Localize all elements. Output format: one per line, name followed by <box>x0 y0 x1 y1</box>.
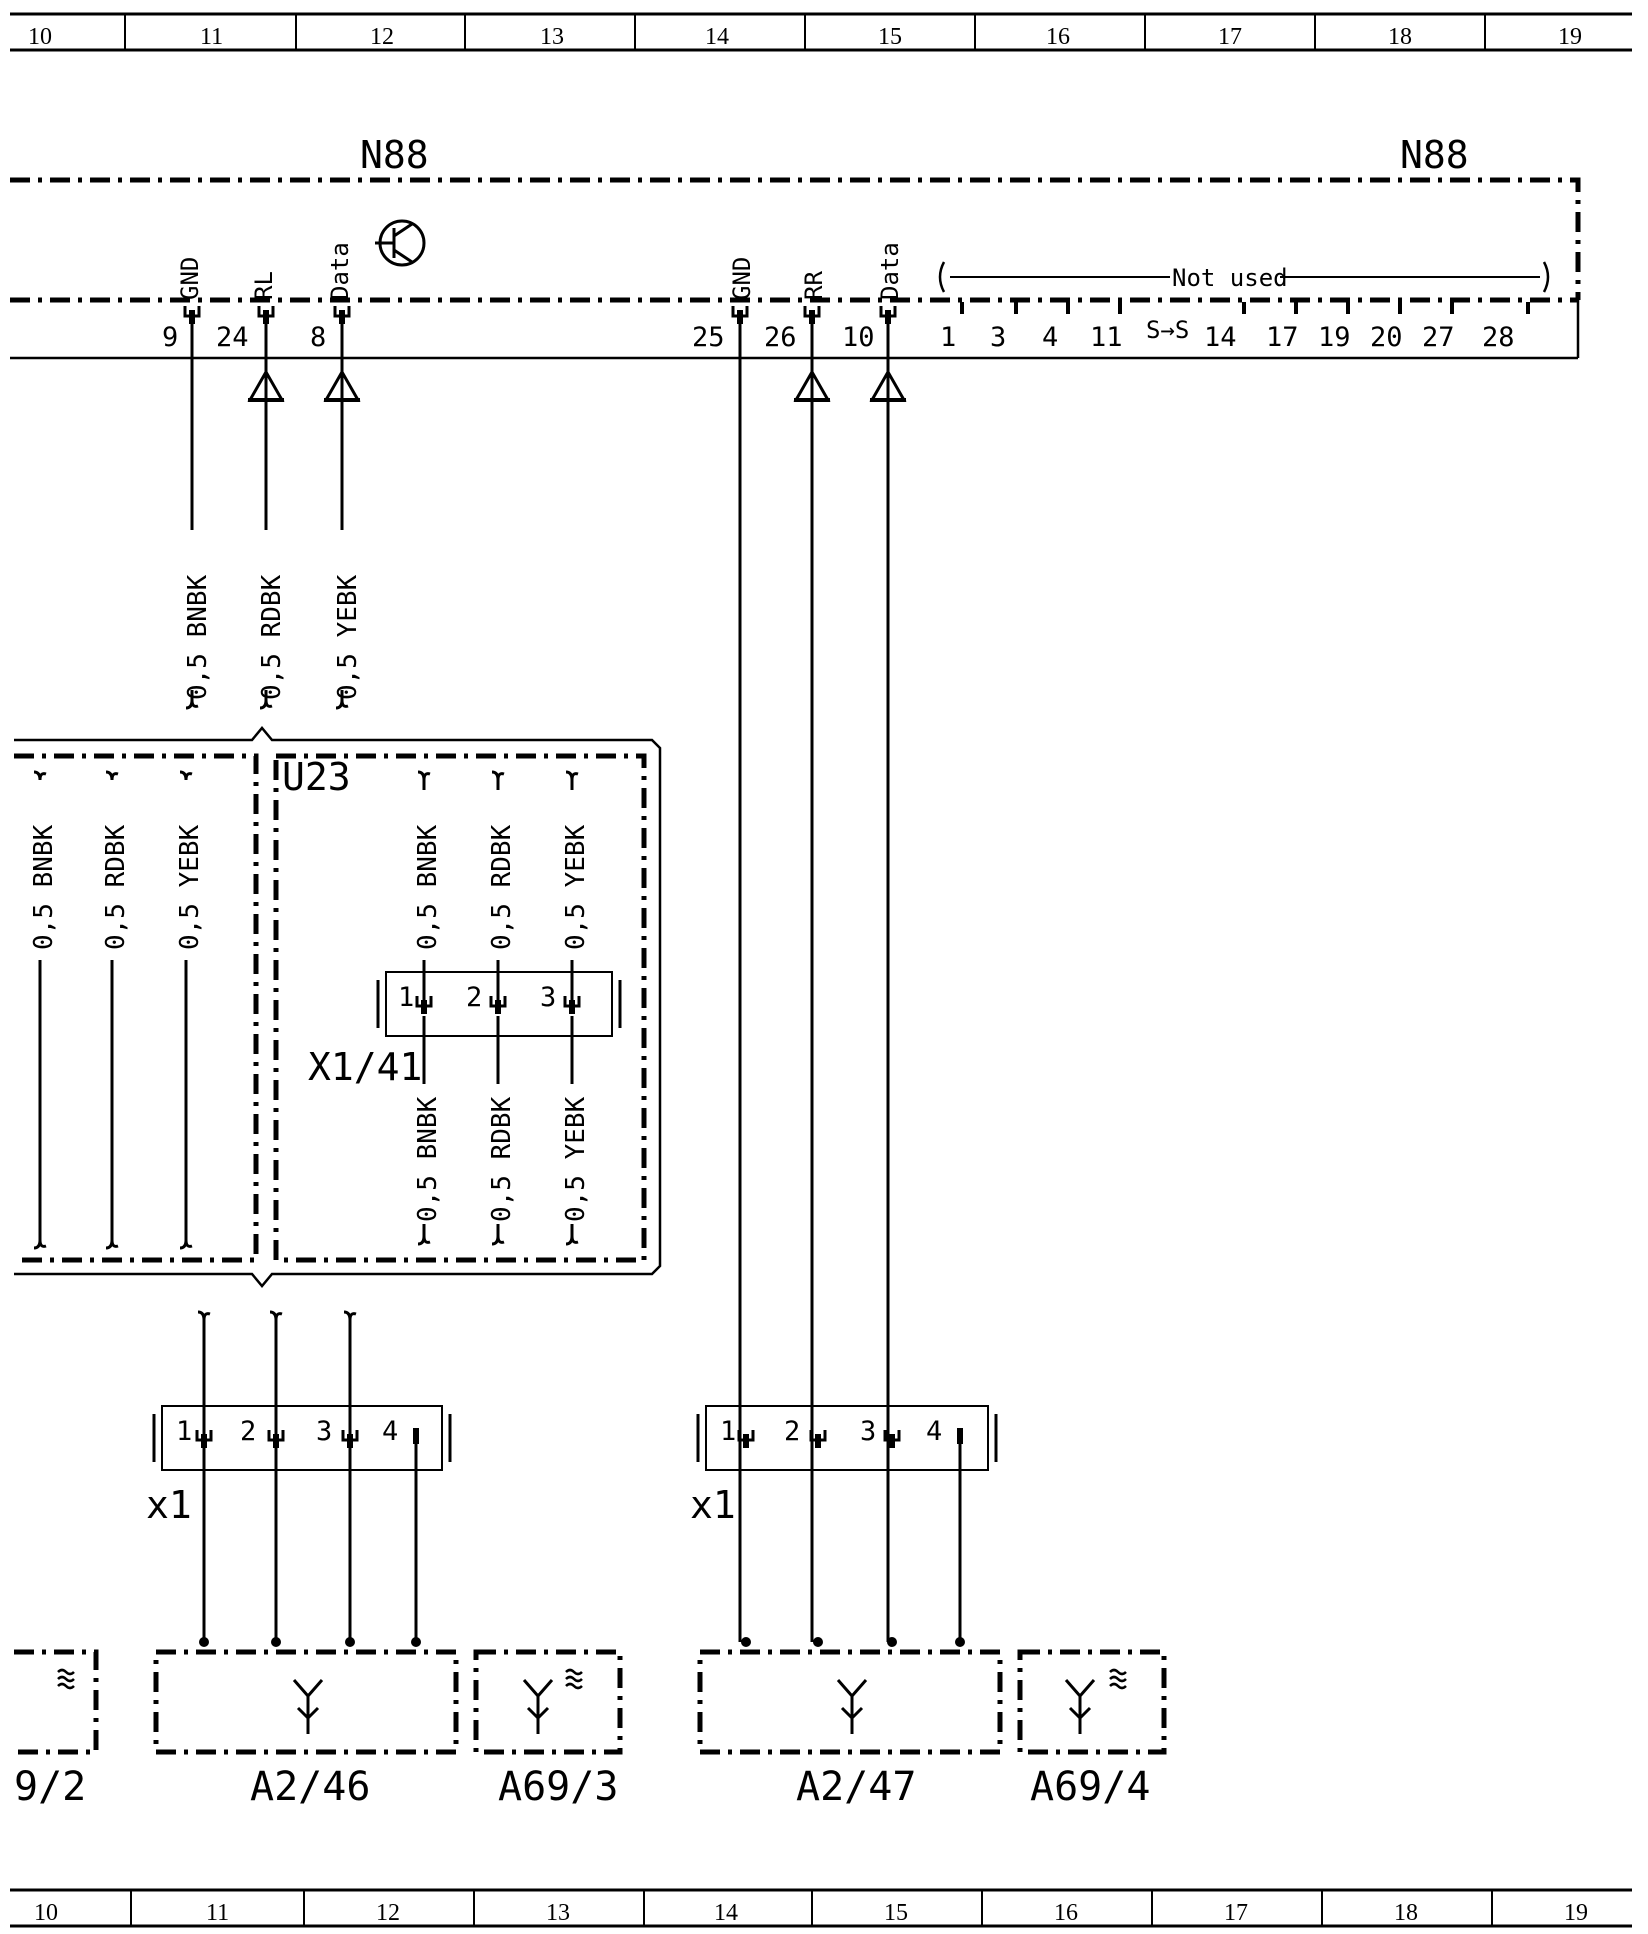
pin-number: 3 <box>540 982 556 1013</box>
wire-label: 0,5 YEBK <box>561 824 591 950</box>
column-number: 15 <box>878 24 902 50</box>
column-number: 10 <box>28 24 52 50</box>
a2-46-label: A2/46 <box>250 1764 370 1810</box>
left-antenna-branch: 1 2 3 4 x1 A2/46 A69/3 9/2 <box>14 1310 623 1810</box>
wire-label: 0,5 RDBK <box>101 824 131 950</box>
not-used-label: Not used <box>1172 264 1288 292</box>
signal-rl: RL <box>250 271 278 300</box>
signal-gnd-right: GND <box>728 257 756 300</box>
wire-label: 0,5 RDBK <box>257 574 287 700</box>
pin-number: 2 <box>784 1416 800 1447</box>
antenna-icon <box>836 1678 868 1736</box>
pin-number: 20 <box>1370 322 1403 353</box>
wire-label: 0,5 BNBK <box>413 824 443 950</box>
pin-number: 27 <box>1422 322 1455 353</box>
u23-label: U23 <box>282 755 351 799</box>
wire-label: 0,5 YEBK <box>333 574 363 700</box>
pin-number: 8 <box>310 322 326 353</box>
pin-number: 10 <box>842 322 875 353</box>
pin-number: 1 <box>720 1416 736 1447</box>
column-number: 17 <box>1224 1900 1248 1926</box>
column-number: 10 <box>34 1900 58 1926</box>
break-symbol: S→S <box>1146 316 1189 344</box>
wire-label: 0,5 YEBK <box>561 1096 591 1222</box>
partial-component-label: 9/2 <box>14 1764 86 1810</box>
antenna-icon <box>522 1678 554 1736</box>
pin-number: 2 <box>466 982 482 1013</box>
pin-number: 1 <box>176 1416 192 1447</box>
n88-label-left: N88 <box>360 133 429 177</box>
column-number: 12 <box>370 24 394 50</box>
pin-number: 28 <box>1482 322 1515 353</box>
pin-number: 2 <box>240 1416 256 1447</box>
column-number: 18 <box>1388 24 1412 50</box>
x1-41-label: X1/41 <box>308 1045 422 1089</box>
column-number: 11 <box>200 24 223 50</box>
column-number: 13 <box>540 24 564 50</box>
pin-number: 4 <box>382 1416 398 1447</box>
wave-icon <box>1108 1668 1128 1690</box>
pin-number: 9 <box>162 322 178 353</box>
pin-number: 4 <box>926 1416 942 1447</box>
column-number: 16 <box>1054 1900 1078 1926</box>
pin-number: 4 <box>1042 322 1058 353</box>
pin-number: 3 <box>316 1416 332 1447</box>
signal-data-left: Data <box>326 242 354 300</box>
wire-label: 0,5 YEBK <box>175 824 205 950</box>
top-wire-bundle: 0,5 BNBK 0,5 RDBK 0,5 YEBK <box>183 324 363 710</box>
pin-number: 19 <box>1318 322 1351 353</box>
pin-number: 26 <box>764 322 797 353</box>
wire-label: 0,5 BNBK <box>183 574 213 700</box>
signal-data-right: Data <box>876 242 904 300</box>
signal-rr: RR <box>800 271 828 300</box>
column-number: 18 <box>1394 1900 1418 1926</box>
column-number: 16 <box>1046 24 1070 50</box>
x1-left-label: x1 <box>146 1483 192 1527</box>
column-number: 14 <box>705 24 729 50</box>
signal-gnd-left: GND <box>176 257 204 300</box>
wire-label: 0,5 RDBK <box>487 824 517 950</box>
pin-number: 25 <box>692 322 725 353</box>
top-column-ruler: 10 11 12 13 14 15 16 17 18 19 <box>10 12 1632 52</box>
antenna-icon <box>1064 1678 1096 1736</box>
x1-right-label: x1 <box>690 1483 736 1527</box>
column-number: 17 <box>1218 24 1242 50</box>
wire-label: 0,5 BNBK <box>413 1096 443 1222</box>
wave-icon <box>56 1668 76 1690</box>
wire-label: 0,5 RDBK <box>487 1096 517 1222</box>
a69-3-label: A69/3 <box>498 1764 618 1810</box>
pin-number: 3 <box>860 1416 876 1447</box>
column-number: 12 <box>376 1900 400 1926</box>
pin-number: 14 <box>1204 322 1237 353</box>
a2-47-label: A2/47 <box>796 1764 916 1810</box>
wire-label: 0,5 BNBK <box>29 824 59 950</box>
pin-number: 1 <box>940 322 956 353</box>
antenna-icon <box>292 1678 324 1736</box>
wave-icon <box>564 1668 584 1690</box>
column-number: 14 <box>714 1900 738 1926</box>
column-number: 15 <box>884 1900 908 1926</box>
a69-4-label: A69/4 <box>1030 1764 1150 1810</box>
transistor-icon <box>375 219 426 267</box>
bottom-column-ruler: 10 11 12 13 14 15 16 17 18 19 <box>10 1888 1632 1928</box>
pin-number: 1 <box>398 982 414 1013</box>
u23-harness: U23 0,5 BNBK 0,5 RDBK 0,5 YEBK 0,5 BNBK … <box>14 726 662 1288</box>
column-number: 19 <box>1564 1900 1588 1926</box>
n88-control-unit: N88 N88 GND RL Data GND RR Data 9 24 8 2… <box>10 133 1581 360</box>
pin-number: 3 <box>990 322 1006 353</box>
right-antenna-branch: 1 2 3 4 x1 A2/47 A69/4 <box>690 324 1167 1810</box>
pin-number: 11 <box>1090 322 1123 353</box>
n88-label-right: N88 <box>1400 133 1469 177</box>
pin-number: 24 <box>216 322 249 353</box>
pin-number: 17 <box>1266 322 1299 353</box>
column-number: 19 <box>1558 24 1582 50</box>
column-number: 11 <box>206 1900 229 1926</box>
column-number: 13 <box>546 1900 570 1926</box>
